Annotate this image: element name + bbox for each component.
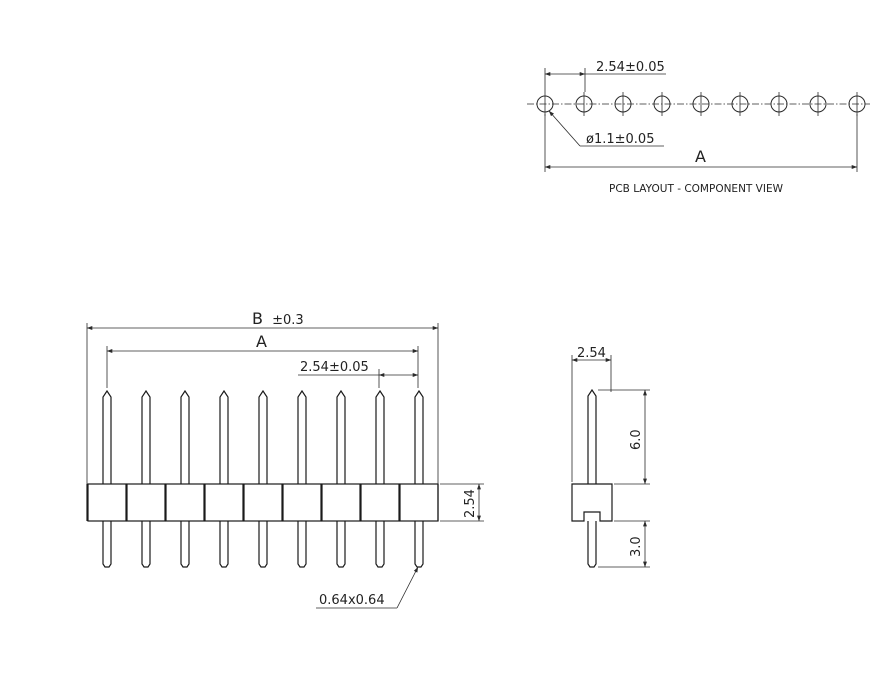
front-housing-segment bbox=[165, 483, 205, 522]
pcb-layout: 2.54±0.05 ø1.1±0.05 A PCB LAYOUT - COMPO… bbox=[527, 60, 870, 195]
pcb-caption: PCB LAYOUT - COMPONENT VIEW bbox=[609, 183, 784, 195]
front-pin-lower bbox=[219, 521, 229, 568]
front-housing-segment bbox=[399, 483, 439, 522]
side-upper-label: 6.0 bbox=[629, 429, 644, 450]
front-pin-lower bbox=[297, 521, 307, 568]
front-pin-leader bbox=[396, 566, 419, 609]
front-pin-lower bbox=[258, 521, 268, 568]
front-pin-upper bbox=[414, 389, 424, 484]
front-b-letter: B bbox=[252, 309, 263, 328]
front-pin-upper bbox=[258, 389, 268, 484]
front-pin-upper bbox=[336, 389, 346, 484]
front-housing-segment bbox=[204, 483, 244, 522]
front-pin-label: 0.64x0.64 bbox=[319, 593, 385, 608]
front-view: B ±0.3 A 2.54±0.05 2.54 0.64x0.64 bbox=[86, 309, 484, 609]
front-pin-upper bbox=[102, 389, 112, 484]
front-pin-upper bbox=[180, 389, 190, 484]
side-lower-label: 3.0 bbox=[629, 536, 644, 557]
front-housing-segment bbox=[360, 483, 400, 522]
pcb-span-label: A bbox=[695, 147, 706, 166]
side-width-label: 2.54 bbox=[577, 346, 606, 361]
front-housing-segment bbox=[126, 483, 166, 522]
pcb-holes bbox=[536, 92, 866, 116]
front-pitch-label: 2.54±0.05 bbox=[300, 360, 369, 375]
front-height-label: 2.54 bbox=[463, 489, 478, 518]
front-pin-upper bbox=[375, 389, 385, 484]
side-pin-upper bbox=[587, 388, 597, 484]
pcb-hole-label: ø1.1±0.05 bbox=[586, 132, 654, 147]
front-b-tolerance: ±0.3 bbox=[272, 313, 304, 328]
side-view: 2.54 6.0 3.0 bbox=[571, 346, 650, 568]
front-a-label: A bbox=[256, 332, 267, 351]
front-pins bbox=[102, 389, 424, 568]
front-pin-upper bbox=[297, 389, 307, 484]
front-pin-lower bbox=[180, 521, 190, 568]
front-pin-upper bbox=[219, 389, 229, 484]
front-pin-lower bbox=[414, 521, 424, 568]
pcb-hole-leader bbox=[548, 110, 581, 147]
front-housing-segment bbox=[87, 483, 127, 522]
front-pin-upper bbox=[141, 389, 151, 484]
front-pin-lower bbox=[102, 521, 112, 568]
side-pin-lower bbox=[587, 521, 597, 568]
front-housings bbox=[86, 483, 439, 522]
side-housing bbox=[571, 483, 613, 522]
front-housing-segment bbox=[243, 483, 283, 522]
front-housing-segment bbox=[282, 483, 322, 522]
front-pin-lower bbox=[141, 521, 151, 568]
front-pin-lower bbox=[336, 521, 346, 568]
front-pin-lower bbox=[375, 521, 385, 568]
pcb-pitch-label: 2.54±0.05 bbox=[596, 60, 665, 75]
front-b-label: B ±0.3 bbox=[252, 309, 304, 328]
front-housing-segment bbox=[321, 483, 361, 522]
